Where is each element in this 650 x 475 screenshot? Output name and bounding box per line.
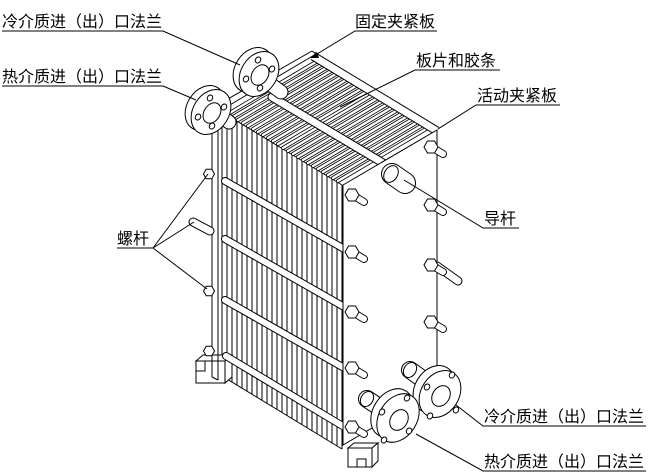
label-cold-flange-top: 冷介质进（出）口法兰 xyxy=(2,12,162,31)
top-carrying-bar xyxy=(310,52,440,135)
label-movable-clamping-plate: 活动夹紧板 xyxy=(477,86,557,105)
cold-flange-bottom-right xyxy=(401,361,462,420)
label-fixed-clamping-plate: 固定夹紧板 xyxy=(355,12,435,31)
label-plates-and-gaskets: 板片和胶条 xyxy=(416,51,496,70)
label-guide-bar: 导杆 xyxy=(484,209,516,228)
cold-flange-top-left xyxy=(232,47,289,100)
hot-flange-top-left xyxy=(184,85,237,135)
plate-pack xyxy=(221,52,440,450)
fixed-plate-bolts xyxy=(188,168,215,357)
guide-bar xyxy=(381,163,416,194)
label-cold-flange-bottom: 冷介质进（出）口法兰 xyxy=(484,407,644,426)
movable-plate-foot xyxy=(346,441,380,469)
screw-rods xyxy=(221,177,350,432)
label-screw-rod: 螺杆 xyxy=(117,229,149,248)
label-hot-flange-top: 热介质进（出）口法兰 xyxy=(2,67,162,86)
leader-lines xyxy=(2,30,646,472)
labels: 冷介质进（出）口法兰 热介质进（出）口法兰 固定夹紧板 板片和胶条 活动夹紧板 … xyxy=(2,12,644,471)
hot-flange-bottom-right xyxy=(358,388,420,444)
screw-rod-stub xyxy=(188,217,215,236)
label-hot-flange-bottom: 热介质进（出）口法兰 xyxy=(484,452,644,471)
top-screw-rod xyxy=(267,92,388,168)
